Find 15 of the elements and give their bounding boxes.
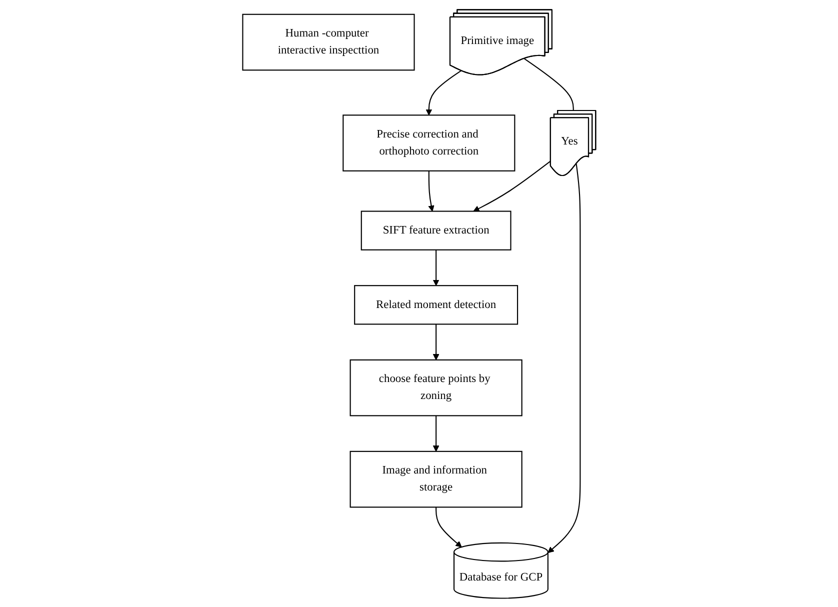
arrow: [435, 506, 462, 547]
node-box: Precise correction and orthophoto correction: [342, 114, 516, 171]
arrow: [547, 163, 581, 553]
arrow: [432, 415, 440, 452]
arrow: [426, 70, 462, 115]
node-box: SIFT feature extraction: [360, 210, 512, 250]
node-box: Related moment detection: [354, 284, 518, 324]
arrow: [428, 170, 434, 212]
node-box: choose feature points by zoning: [350, 358, 522, 416]
connector: [524, 58, 574, 110]
arrow: [432, 324, 440, 360]
node-box: Human -computer interactive inspecttion: [242, 13, 415, 70]
node-box: Image and information storage: [350, 450, 522, 508]
arrow: [473, 160, 551, 212]
arrow: [432, 249, 440, 286]
